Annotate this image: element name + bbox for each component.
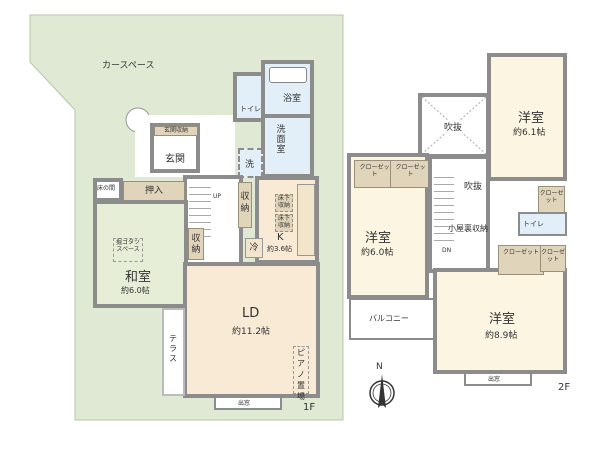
washitsu-size: 約6.0帖 (121, 286, 150, 295)
room-size: 約6.0帖 (361, 248, 394, 258)
underfloor-storage: 床下収納 (275, 194, 293, 212)
toilet-label: トイレ (523, 220, 544, 228)
tokonoma: 床の間 (93, 178, 123, 202)
genkan-label: 玄関 (165, 154, 185, 165)
closet: クローゼット (354, 160, 395, 188)
toilet-label: トイレ (240, 105, 261, 113)
washroom-label: 洗面室 (276, 125, 286, 155)
room-label: 洋室 (489, 312, 516, 327)
toilet-1f: トイレ (233, 72, 265, 122)
fukinuke-label: 吹抜 (444, 120, 463, 133)
kitchen-label: K (277, 232, 284, 243)
room-label: 洋室 (365, 231, 392, 246)
terrace-label: テラス (169, 334, 177, 363)
car-space-label: カースペース (102, 61, 155, 71)
washer-space: 洗 (238, 148, 263, 178)
floor-label-2f: 2F (558, 382, 571, 393)
bay-window-1f: 出窓 (214, 396, 282, 410)
storage-hall: 収納 (238, 182, 252, 228)
bay-window-label: 出窓 (488, 376, 501, 383)
storage-under-stairs: 収納 (188, 228, 204, 260)
western-room-6-0: クローゼット クローゼット 洋室 約6.0帖 (347, 153, 431, 299)
ld-size: 約11.2帖 (232, 327, 271, 337)
room-size: 約8.9帖 (485, 331, 518, 341)
genkan-storage: 玄関収納 (154, 126, 198, 136)
stairs-hall-2f: 吹抜 小屋裏収納 DN (428, 155, 490, 273)
room-label: 洋室 (518, 111, 545, 126)
bay-window-2f: 出窓 (464, 372, 532, 386)
terrace: テラス (162, 308, 185, 396)
piano-space: ピアノ置場 (293, 346, 309, 401)
kitchen: 床下収納 床下収納 冷 K 約3.6帖 (245, 176, 319, 264)
balcony: バルコニー (349, 298, 435, 340)
underfloor-storage: 床下収納 (275, 214, 293, 232)
bay-window-label: 出窓 (238, 400, 251, 407)
washitsu-label: 和室 (125, 270, 152, 285)
bath-label: 浴室 (283, 94, 302, 104)
western-room-6-1: 洋室 約6.1帖 (487, 53, 567, 181)
compass-north-label: N (376, 362, 383, 372)
fridge-space: 冷 (245, 238, 263, 258)
attic-storage-label: 小屋裏収納 (448, 224, 488, 233)
oshiire: 押入 (123, 181, 185, 202)
fukinuke-label: 吹抜 (464, 182, 483, 192)
kitchen-size: 約3.6帖 (267, 245, 293, 253)
ld-label: LD (242, 306, 260, 321)
washitsu: 掘ゴタツスペース 和室 約6.0帖 (93, 200, 188, 308)
kotatsu-space: 掘ゴタツスペース (113, 238, 143, 262)
tokonoma-label: 床の間 (97, 185, 116, 192)
floor-label-1f: 1F (303, 402, 316, 413)
room-size: 約6.1帖 (513, 128, 546, 138)
up-label: UP (213, 193, 222, 200)
dn-label: DN (442, 247, 452, 254)
balcony-label: バルコニー (369, 314, 409, 323)
washroom: 洗面室 (261, 114, 314, 178)
closet: クローゼット (498, 245, 544, 275)
washer-label: 洗 (245, 160, 255, 170)
closet: クローゼット (540, 245, 566, 272)
toilet-2f: トイレ (518, 212, 567, 236)
